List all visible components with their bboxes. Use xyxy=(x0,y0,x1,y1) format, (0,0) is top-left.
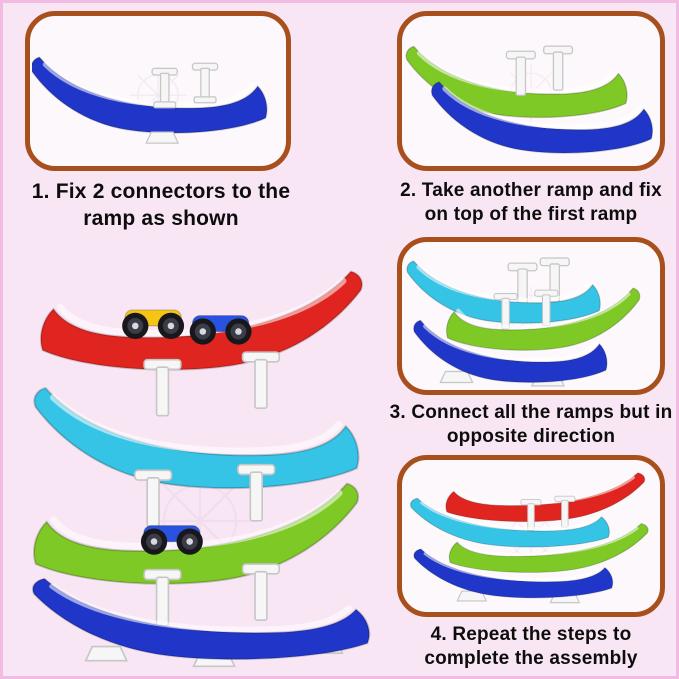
assembled-toy-photo xyxy=(11,249,389,671)
step-3-caption: 3. Connect all the ramps but in opposite… xyxy=(389,402,673,448)
step-1-panel xyxy=(25,11,291,171)
pillar xyxy=(143,358,182,417)
step-1-image xyxy=(32,17,284,144)
step-2-caption: 2. Take another ramp and fix on top of t… xyxy=(400,180,662,226)
red-ramp xyxy=(446,473,645,522)
step-2-image xyxy=(404,17,658,165)
pillar xyxy=(241,351,281,410)
pillar xyxy=(143,568,182,627)
pillar xyxy=(133,469,173,528)
step-4-panel xyxy=(397,455,665,617)
step-4-image xyxy=(404,461,658,604)
step-3-panel xyxy=(397,237,665,395)
pillar xyxy=(241,563,281,621)
step-2-panel xyxy=(397,11,665,171)
step-3-image xyxy=(404,257,658,387)
step-4-caption: 4. Repeat the steps to complete the asse… xyxy=(424,624,638,670)
ramp-foot xyxy=(145,131,179,144)
ramp-foot xyxy=(84,645,128,662)
step-1-caption: 1. Fix 2 connectors to the ramp as shown xyxy=(31,180,291,230)
cyan-ramp xyxy=(34,388,358,488)
assembled-toy-image xyxy=(11,249,389,668)
connector xyxy=(151,67,178,109)
blue-ramp xyxy=(33,579,369,660)
pillar xyxy=(237,463,276,522)
connector xyxy=(191,62,219,104)
